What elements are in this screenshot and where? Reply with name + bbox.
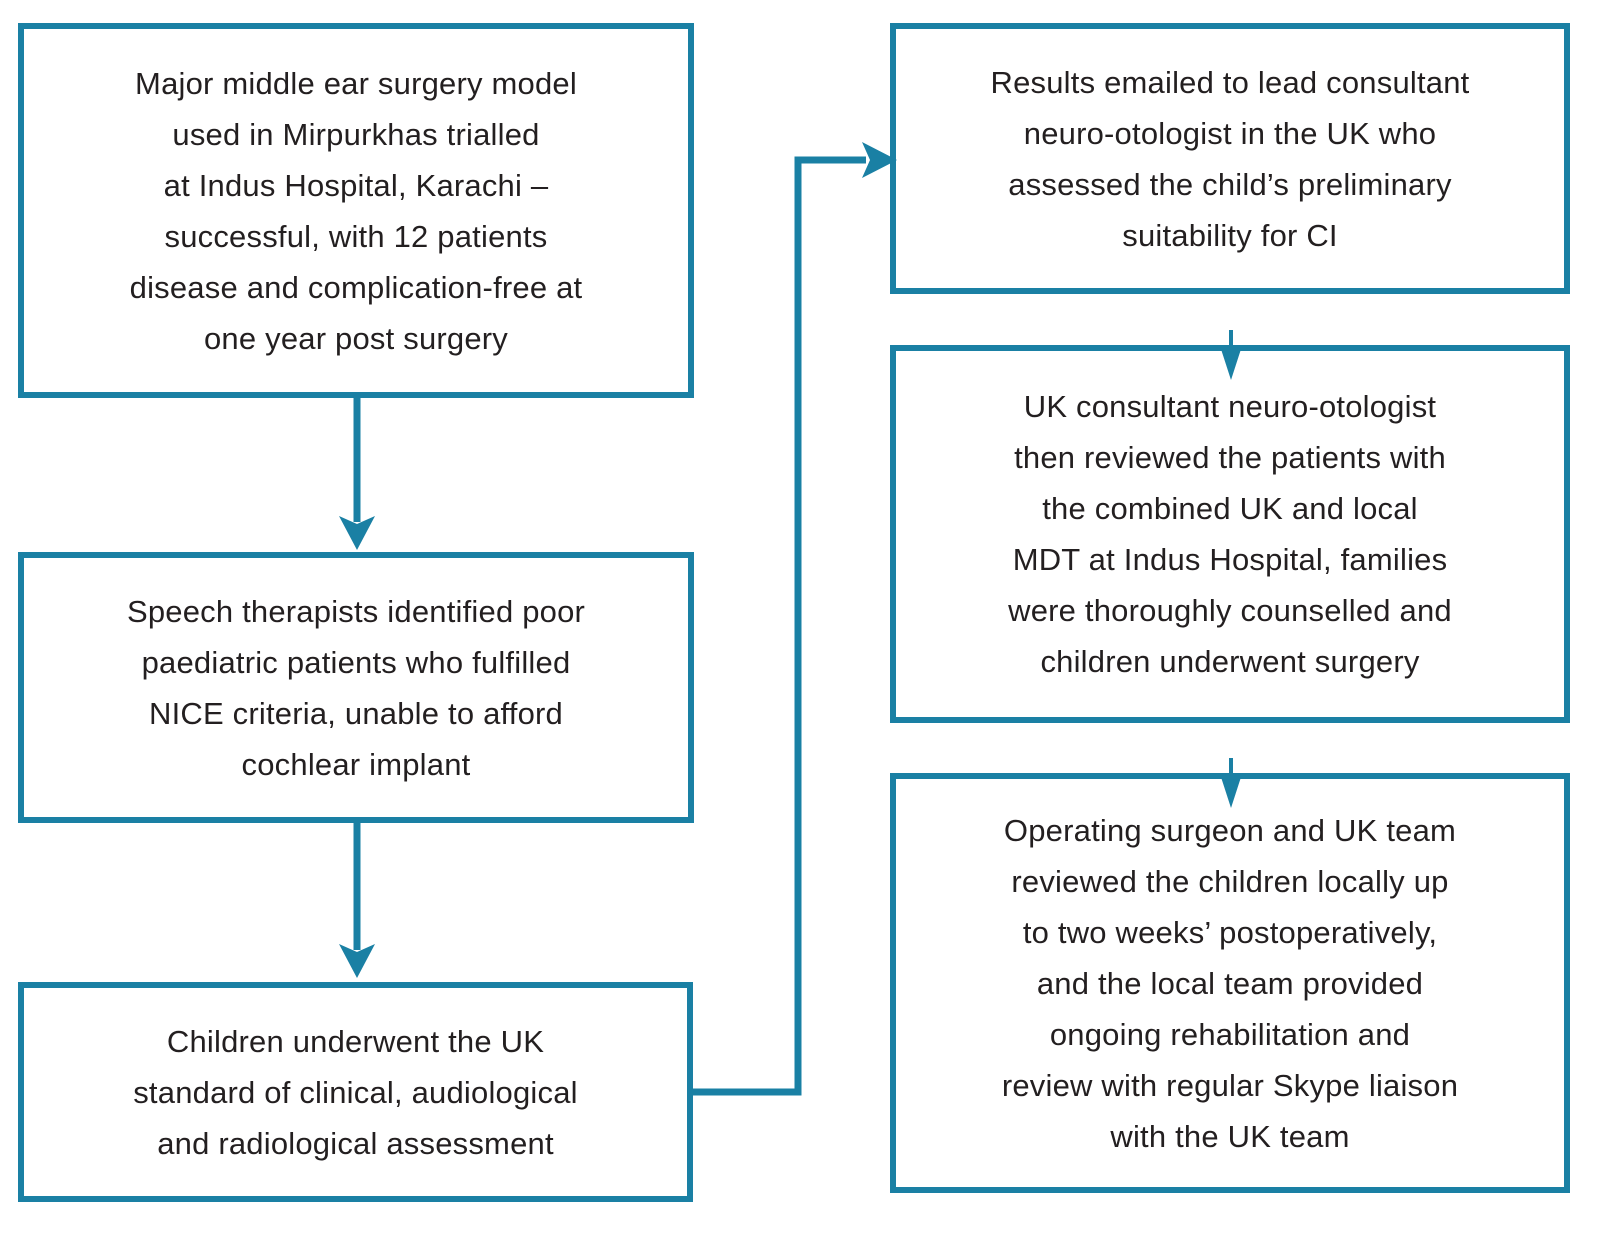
- flow-box-speech-therapists: Speech therapists identified poor paedia…: [18, 552, 694, 823]
- arrow-down-icon: [339, 516, 375, 550]
- flow-box-postop-review: Operating surgeon and UK team reviewed t…: [890, 773, 1570, 1193]
- flow-box-uk-assessment-text: Children underwent the UK standard of cl…: [133, 1023, 578, 1161]
- flow-box-surgery-model-text: Major middle ear surgery model used in M…: [129, 65, 583, 356]
- arrow-surgery-model-to-speech-therapists: [339, 396, 375, 550]
- arrow-uk-assessment-to-results-emailed: [692, 142, 897, 1096]
- flow-box-postop-review-text: Operating surgeon and UK team reviewed t…: [1001, 812, 1459, 1154]
- flow-box-uk-assessment: Children underwent the UK standard of cl…: [18, 982, 693, 1202]
- arrow-elbow-line: [692, 156, 866, 1096]
- flow-box-mdt-review-text: UK consultant neuro-otologist then revie…: [1008, 389, 1452, 679]
- flow-box-speech-therapists-text: Speech therapists identified poor paedia…: [126, 593, 586, 782]
- arrow-speech-therapists-to-uk-assessment: [339, 821, 375, 978]
- arrow-down-icon: [339, 944, 375, 978]
- flow-box-surgery-model: Major middle ear surgery model used in M…: [18, 23, 694, 398]
- flow-box-results-emailed: Results emailed to lead consultant neuro…: [890, 23, 1570, 294]
- flow-box-mdt-review: UK consultant neuro-otologist then revie…: [890, 345, 1570, 723]
- flow-box-results-emailed-text: Results emailed to lead consultant neuro…: [990, 64, 1470, 253]
